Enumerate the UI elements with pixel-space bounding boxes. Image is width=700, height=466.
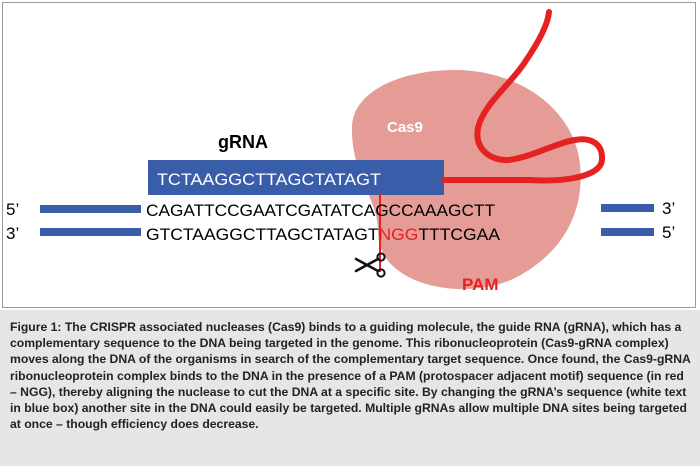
top-strand-seq-cut-side: CA: [351, 201, 376, 220]
bottom-strand-right-end: 5’: [662, 223, 675, 242]
cas9-label: Cas9: [387, 119, 423, 136]
bottom-strand-seq-main: GTCTAAGGCTTAGCTATAGT: [146, 225, 379, 244]
grna-heading: gRNA: [218, 132, 268, 152]
dna-bar-right-bottom: [601, 228, 654, 236]
rna-scaffold-tail: [441, 9, 605, 184]
figure-frame: [2, 2, 696, 308]
dna-bar-right-top: [601, 204, 654, 212]
top-strand-seq-part1: CAGATTCCGAATCGATAT: [146, 201, 351, 220]
grna-box: [148, 160, 444, 195]
caption-box: Figure 1: The CRISPR associated nuclease…: [0, 310, 700, 466]
bottom-strand-seq-tail: TTTCGAA: [418, 225, 500, 244]
pam-label: PAM: [462, 275, 499, 294]
dna-bar-left-top: [40, 205, 141, 213]
scissors-icon: [354, 252, 386, 278]
top-strand-left-end: 5’: [6, 200, 19, 219]
crispr-diagram: gRNA Cas9 PAM TCTAAGGCTTAGCTATAGT 5’ 3’ …: [6, 9, 675, 294]
pam-sequence: NGG: [379, 225, 419, 244]
top-strand-seq-part2: GCCAAAGCTT: [375, 201, 495, 220]
bottom-strand-left-end: 3’: [6, 224, 19, 243]
top-strand-right-end: 3’: [662, 199, 675, 218]
figure-caption: Figure 1: The CRISPR associated nuclease…: [10, 320, 691, 432]
grna-sequence: TCTAAGGCTTAGCTATAGT: [157, 170, 381, 189]
dna-bar-left-bottom: [40, 228, 141, 236]
